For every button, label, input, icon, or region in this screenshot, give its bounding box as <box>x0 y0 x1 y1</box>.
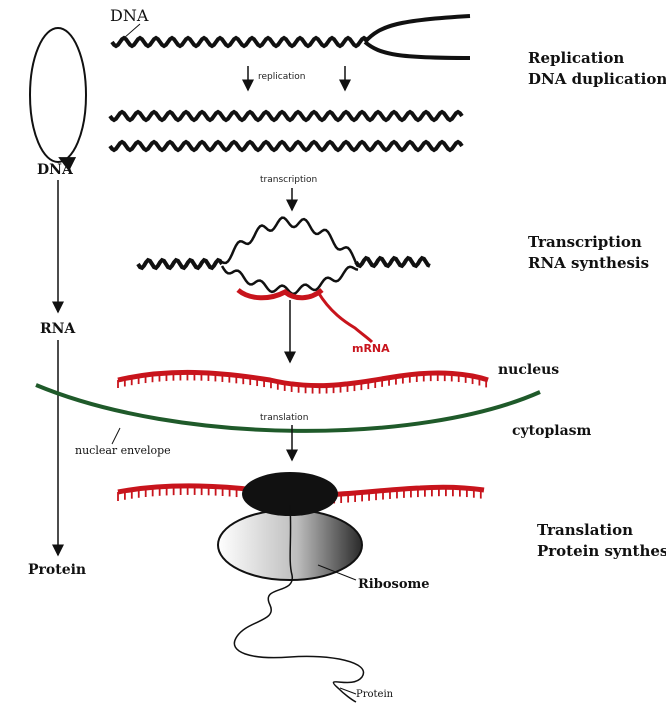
dna-mid-label: DNA <box>37 163 73 177</box>
replication-subtitle: DNA duplication <box>528 69 666 90</box>
translation-step-label: Translation Protein synthesis <box>537 520 666 562</box>
nuclear-envelope-label: nuclear envelope <box>75 445 171 456</box>
dna-top-label: DNA <box>110 8 148 24</box>
envelope-pointer <box>112 428 120 444</box>
daughter-dna-2 <box>110 142 462 150</box>
mrna-tail <box>318 292 372 342</box>
replication-step-label: Replication DNA duplication <box>528 48 666 90</box>
translation-title: Translation <box>537 520 666 541</box>
transcription-step-label: Transcription RNA synthesis <box>528 232 649 274</box>
template-dna-left <box>138 260 222 268</box>
nuclear-envelope <box>36 385 540 431</box>
translation-arrow-label: translation <box>260 414 308 423</box>
nucleus-label: nucleus <box>498 363 559 377</box>
fork-lower-branch <box>365 42 470 58</box>
replication-loop <box>30 28 86 162</box>
cytoplasm-label: cytoplasm <box>512 424 591 438</box>
mrna-label: mRNA <box>352 343 390 354</box>
transcription-bubble-top <box>222 218 358 267</box>
transcription-title: Transcription <box>528 232 649 253</box>
translation-subtitle: Protein synthesis <box>537 541 666 562</box>
transcription-arrow-label: transcription <box>260 176 317 185</box>
dna-strand-top <box>112 38 366 46</box>
replication-title: Replication <box>528 48 666 69</box>
transcription-bubble-bottom <box>222 266 358 294</box>
ribosome-label: Ribosome <box>358 578 430 591</box>
protein-chain-label: Protein <box>356 690 393 700</box>
replication-arrow-label: replication <box>258 73 305 82</box>
daughter-dna-1 <box>110 112 462 120</box>
rna-label: RNA <box>40 322 75 336</box>
rna-helix <box>238 290 322 298</box>
template-dna-right <box>356 258 430 266</box>
transcription-subtitle: RNA synthesis <box>528 253 649 274</box>
protein-left-label: Protein <box>28 563 86 577</box>
fork-upper-branch <box>365 16 470 42</box>
